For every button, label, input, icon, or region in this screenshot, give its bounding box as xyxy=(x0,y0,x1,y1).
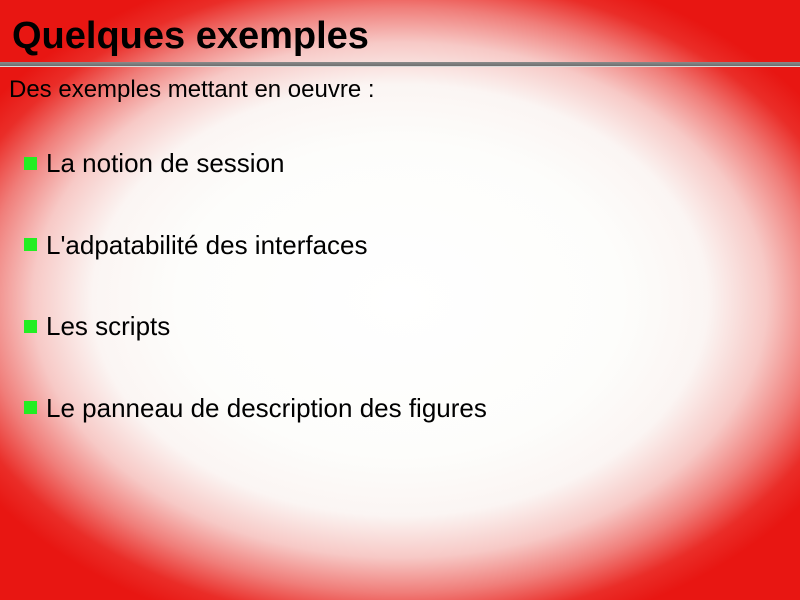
title-divider-highlight xyxy=(0,66,800,67)
bullet-label: Le panneau de description des figures xyxy=(46,392,487,423)
intro-text: Des exemples mettant en oeuvre : xyxy=(9,76,375,103)
bullet-label: L'adpatabilité des interfaces xyxy=(46,229,368,260)
green-square-bullet-icon xyxy=(24,401,37,414)
bullet-label: Les scripts xyxy=(46,311,171,341)
bullet-label: La notion de session xyxy=(46,148,285,178)
green-square-bullet-icon xyxy=(24,319,37,333)
green-square-bullet-icon xyxy=(24,156,37,170)
bullet-item-figures-panel: Le panneau de description des figures xyxy=(24,393,487,423)
bullet-item-interfaces: L'adpatabilité des interfaces xyxy=(24,230,487,260)
bullet-list: La notion de session L'adpatabilité des … xyxy=(24,148,487,474)
bullet-item-scripts: Les scripts xyxy=(24,311,487,341)
green-square-bullet-icon xyxy=(24,238,37,251)
title-divider xyxy=(0,62,800,66)
bullet-item-session: La notion de session xyxy=(24,148,487,178)
slide-title: Quelques exemples xyxy=(12,15,369,57)
